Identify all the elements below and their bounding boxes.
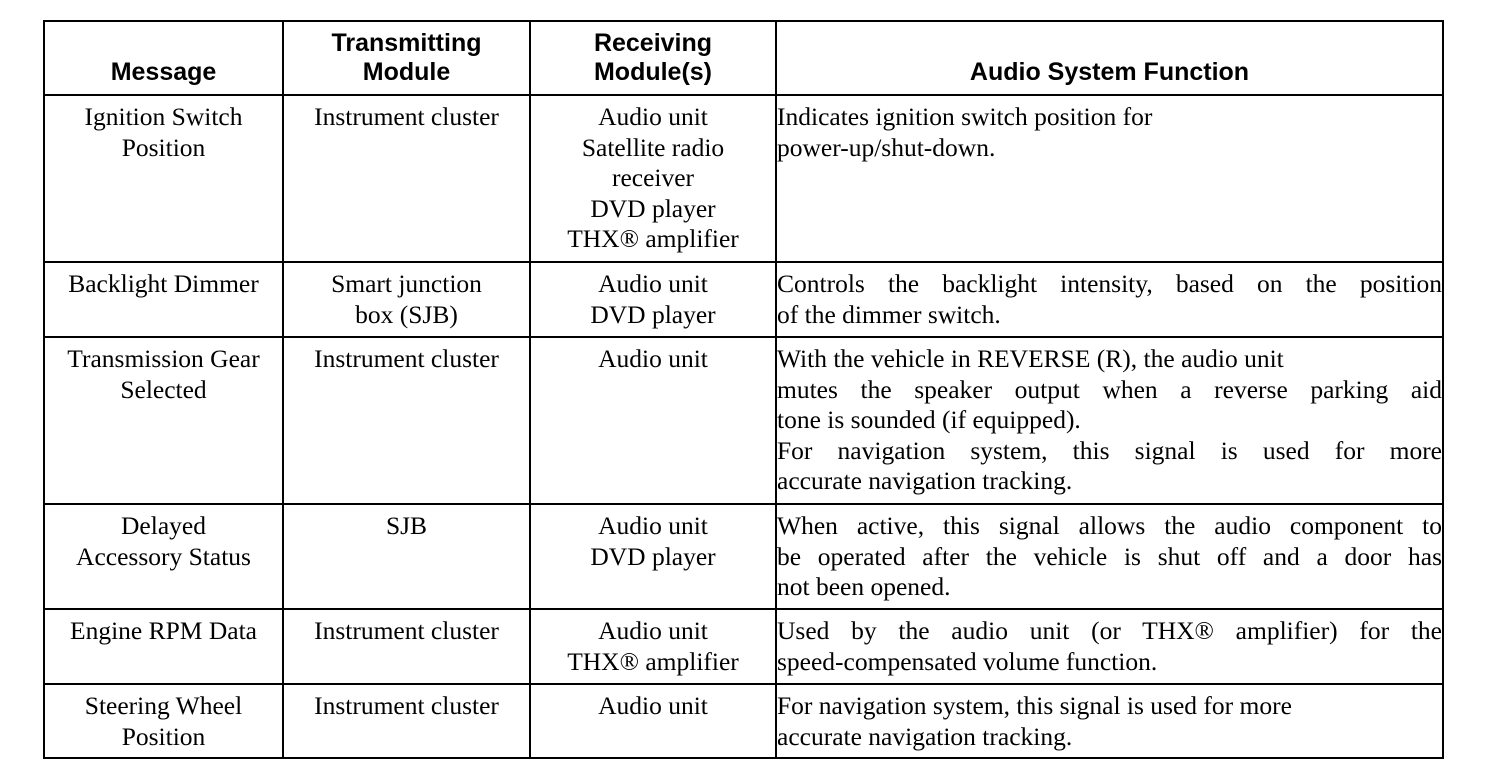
function-line: not been opened. (777, 572, 951, 601)
receiving-cell: Audio unit DVD player (529, 261, 777, 338)
receiving-line: DVD player (590, 299, 716, 329)
receiving-cell: Audio unit THX® amplifier (529, 608, 777, 685)
function-line: power-up/shut-down. (777, 132, 996, 162)
header-transmitting-line: Module (362, 58, 451, 86)
function-cell: Indicates ignition switch position for p… (775, 94, 1444, 263)
transmitting-cell: Instrument cluster (282, 683, 531, 759)
table-row: Engine RPM Data Instrument cluster Audio… (43, 608, 1444, 685)
header-function-line: Audio System Function (969, 58, 1250, 86)
message-line: Transmission Gear (67, 344, 260, 373)
transmitting-line: Smart junction (331, 269, 482, 298)
message-cell: Transmission Gear Selected (43, 336, 284, 505)
receiving-cell: Audio unit (529, 336, 777, 505)
header-receiving-line: Module(s) (593, 58, 713, 86)
header-receiving-line: Receiving (593, 29, 713, 57)
function-line: Indicates ignition switch position for (777, 102, 1153, 131)
function-line: of the dimmer switch. (777, 299, 1001, 329)
function-cell: Controls the backlight intensity, based … (775, 261, 1444, 338)
header-message-line: Message (110, 58, 217, 86)
function-line: be operated after the vehicle is shut of… (777, 541, 1442, 571)
receiving-line: Audio unit (598, 511, 708, 540)
receiving-cell: Audio unit (529, 683, 777, 759)
transmitting-cell: Smart junction box (SJB) (282, 261, 531, 338)
function-line: accurate navigation tracking. (777, 466, 1073, 495)
message-table: Message Transmitting Module Receiving Mo… (43, 20, 1444, 759)
message-line: Selected (120, 374, 207, 404)
transmitting-line: Instrument cluster (314, 691, 499, 720)
receiving-line: THX® amplifier (567, 224, 739, 253)
transmitting-cell: SJB (282, 503, 531, 610)
header-receiving-modules: Receiving Module(s) (529, 20, 777, 96)
message-line: Backlight Dimmer (68, 269, 259, 298)
table-row: Delayed Accessory Status SJB Audio unit … (43, 503, 1444, 610)
message-cell: Steering Wheel Position (43, 683, 284, 759)
message-line: Position (121, 132, 206, 162)
receiving-line: Audio unit (598, 616, 708, 645)
receiving-line: Audio unit (598, 344, 708, 373)
receiving-line: Audio unit (598, 691, 708, 720)
function-line: speed-compensated volume function. (777, 646, 1158, 676)
header-transmitting-module: Transmitting Module (282, 20, 531, 96)
function-line: tone is sounded (if equipped). (777, 405, 1081, 434)
table-row: Ignition Switch Position Instrument clus… (43, 94, 1444, 263)
transmitting-cell: Instrument cluster (282, 608, 531, 685)
receiving-line: DVD player (590, 541, 716, 571)
receiving-line: Audio unit (598, 269, 708, 298)
transmitting-line: SJB (385, 511, 428, 540)
receiving-cell: Audio unit Satellite radio receiver DVD … (529, 94, 777, 263)
function-cell: Used by the audio unit (or THX® amplifie… (775, 608, 1444, 685)
message-cell: Delayed Accessory Status (43, 503, 284, 610)
message-line: Position (121, 721, 206, 751)
function-cell: When active, this signal allows the audi… (775, 503, 1444, 610)
header-audio-system-function: Audio System Function (775, 20, 1444, 96)
transmitting-line: Instrument cluster (314, 102, 499, 131)
receiving-cell: Audio unit DVD player (529, 503, 777, 610)
message-line: Engine RPM Data (70, 616, 257, 645)
receiving-line: receiver (611, 163, 695, 192)
transmitting-line: Instrument cluster (314, 616, 499, 645)
message-line: Ignition Switch (84, 102, 243, 131)
function-line: With the vehicle in REVERSE (R), the aud… (777, 344, 1284, 373)
message-line: Accessory Status (76, 541, 251, 571)
header-row: Message Transmitting Module Receiving Mo… (43, 20, 1444, 96)
message-cell: Backlight Dimmer (43, 261, 284, 338)
message-line: Delayed (121, 511, 206, 540)
function-line: Controls the backlight intensity, based … (777, 269, 1442, 298)
function-line: Used by the audio unit (or THX® amplifie… (777, 616, 1442, 645)
function-line: For navigation system, this signal is us… (777, 691, 1292, 720)
function-line: When active, this signal allows the audi… (777, 511, 1442, 540)
table-row: Steering Wheel Position Instrument clust… (43, 683, 1444, 759)
function-line: mutes the speaker output when a reverse … (777, 374, 1442, 404)
receiving-line: THX® amplifier (567, 646, 739, 676)
header-transmitting-line: Transmitting (331, 29, 482, 57)
transmitting-cell: Instrument cluster (282, 94, 531, 263)
function-line: For navigation system, this signal is us… (777, 435, 1442, 465)
function-cell: For navigation system, this signal is us… (775, 683, 1444, 759)
function-line: accurate navigation tracking. (777, 721, 1073, 751)
table-header: Message Transmitting Module Receiving Mo… (43, 20, 1444, 96)
transmitting-cell: Instrument cluster (282, 336, 531, 505)
message-cell: Engine RPM Data (43, 608, 284, 685)
table-row: Transmission Gear Selected Instrument cl… (43, 336, 1444, 505)
table-row: Backlight Dimmer Smart junction box (SJB… (43, 261, 1444, 338)
message-cell: Ignition Switch Position (43, 94, 284, 263)
receiving-line: Satellite radio (581, 132, 725, 162)
receiving-line: DVD player (590, 193, 716, 223)
table-body: Ignition Switch Position Instrument clus… (43, 94, 1444, 759)
header-message: Message (43, 20, 284, 96)
transmitting-line: Instrument cluster (314, 344, 499, 373)
transmitting-line: box (SJB) (355, 299, 458, 329)
message-line: Steering Wheel (84, 691, 243, 720)
function-cell: With the vehicle in REVERSE (R), the aud… (775, 336, 1444, 505)
receiving-line: Audio unit (598, 102, 708, 131)
